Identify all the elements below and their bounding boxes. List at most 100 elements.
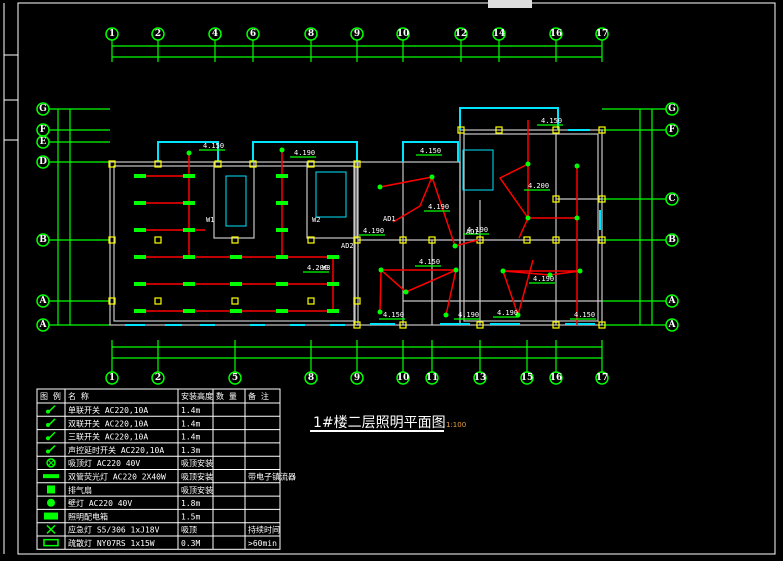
axis-label-left: D <box>39 157 47 167</box>
legend-install-height: 1.5m <box>181 512 200 521</box>
axis-bubble <box>36 135 50 149</box>
delay-switch-icon <box>46 445 56 454</box>
legend-install-height: 1.4m <box>181 419 200 428</box>
axis-bubble <box>595 27 609 41</box>
fluorescent-lamp <box>230 255 242 259</box>
axis-label-bottom: 13 <box>474 373 487 383</box>
column-marker <box>154 160 162 168</box>
fluorescent-lamp <box>134 282 146 286</box>
axis-bubble <box>665 123 679 137</box>
ceiling-lamp <box>515 312 521 318</box>
legend-name: 双联开关 AC220,10A <box>68 418 148 428</box>
legend-header: 名 称 <box>68 391 89 401</box>
fluorescent-lamp <box>183 255 195 259</box>
axis-bubble <box>665 233 679 247</box>
fluorescent-lamp <box>230 282 242 286</box>
axis-label-top: 16 <box>550 29 563 39</box>
legend-name: 双管荧光灯 AC220 2X40W <box>68 472 166 482</box>
windows <box>125 107 601 326</box>
axis-bubble <box>492 27 506 41</box>
ceiling-lamp <box>453 267 459 273</box>
axis-label-left: A <box>39 320 48 330</box>
axis-label-bottom: 2 <box>155 373 161 383</box>
axis-label-bottom: 1 <box>109 373 115 383</box>
axis-label-top: 1 <box>109 29 115 39</box>
legend-name: 单联开关 AC220,10A <box>68 405 148 415</box>
axis-label-right: F <box>669 125 676 135</box>
axis-bubble <box>36 233 50 247</box>
double-switch-icon <box>46 418 56 427</box>
fluorescent-lamp <box>183 201 195 205</box>
fluorescent-lamp <box>183 309 195 313</box>
legend-note: 持续时间 <box>248 525 280 535</box>
column-marker <box>353 297 361 305</box>
axis-bubble <box>396 371 410 385</box>
wall-lamp-icon <box>47 498 55 507</box>
column-marker <box>353 321 361 329</box>
axis-bubble <box>105 371 119 385</box>
panel-label: W1 <box>206 216 214 224</box>
fluorescent-lamp <box>276 174 288 178</box>
axis-label-top: 9 <box>354 29 360 39</box>
axis-bubble <box>425 371 439 385</box>
fluorescent-lamp <box>183 174 195 178</box>
axis-label-top: 14 <box>493 29 506 39</box>
axis-label-left: A <box>39 296 48 306</box>
column-marker <box>307 236 315 244</box>
axis-bubble <box>549 27 563 41</box>
fluorescent-lamp <box>183 228 195 232</box>
axis-bubble <box>36 318 50 332</box>
fluorescent-lamp <box>134 309 146 313</box>
structural-columns <box>108 126 606 329</box>
legend-install-height: 1.4m <box>181 406 200 415</box>
legend-install-height: 吸顶安装 <box>181 485 213 495</box>
axis-label-bottom: 15 <box>521 373 534 383</box>
ceiling-lamp <box>377 184 383 190</box>
ceiling-lamp <box>500 268 506 274</box>
column-marker <box>307 160 315 168</box>
legend-note: 带电子镇流器 <box>248 472 296 482</box>
axis-label-right: A <box>668 296 677 306</box>
axis-bubble <box>36 155 50 169</box>
axis-bubble <box>665 294 679 308</box>
fluorescent-lamp <box>183 282 195 286</box>
axis-label-left: G <box>39 104 47 114</box>
column-marker <box>552 236 560 244</box>
legend-install-height: 吸顶安装 <box>181 472 213 482</box>
column-marker <box>598 195 606 203</box>
elevation-label: 4.190 <box>428 203 449 211</box>
axis-bubble <box>304 27 318 41</box>
axis-bubble <box>454 27 468 41</box>
column-marker <box>108 160 116 168</box>
axis-label-top: 17 <box>596 29 609 39</box>
column-marker <box>552 195 560 203</box>
elevation-label: 4.190 <box>294 149 315 157</box>
ceiling-lamp <box>574 215 580 221</box>
axis-bubble <box>549 371 563 385</box>
fluorescent-lamp <box>230 309 242 313</box>
elevation-label: 4.190 <box>467 226 488 234</box>
elevation-label: 4.150 <box>574 311 595 319</box>
axis-bubble <box>246 27 260 41</box>
elevation-label: 4.200 <box>528 182 549 190</box>
panel-label: W2 <box>312 216 320 224</box>
column-marker <box>598 321 606 329</box>
drawing-title-block: 1#楼二层照明平面图 1:100 <box>310 415 466 432</box>
column-marker <box>108 297 116 305</box>
elevation-label: 4.190 <box>533 275 554 283</box>
exit-sign-icon <box>43 538 59 547</box>
elevation-label: 4.200 <box>307 264 328 272</box>
legend-install-height: 1.3m <box>181 446 200 455</box>
drawing-title: 1#楼二层照明平面图 <box>313 415 446 431</box>
axis-label-right: B <box>668 235 676 245</box>
axis-label-bottom: 11 <box>426 373 439 383</box>
column-marker <box>476 321 484 329</box>
legend-install-height: 0.3M <box>181 539 200 548</box>
fluorescent-lamp <box>134 201 146 205</box>
fluorescent-lamp <box>276 282 288 286</box>
column-marker <box>457 126 465 134</box>
ceiling-lamp <box>525 215 531 221</box>
axis-label-top: 10 <box>397 29 410 39</box>
